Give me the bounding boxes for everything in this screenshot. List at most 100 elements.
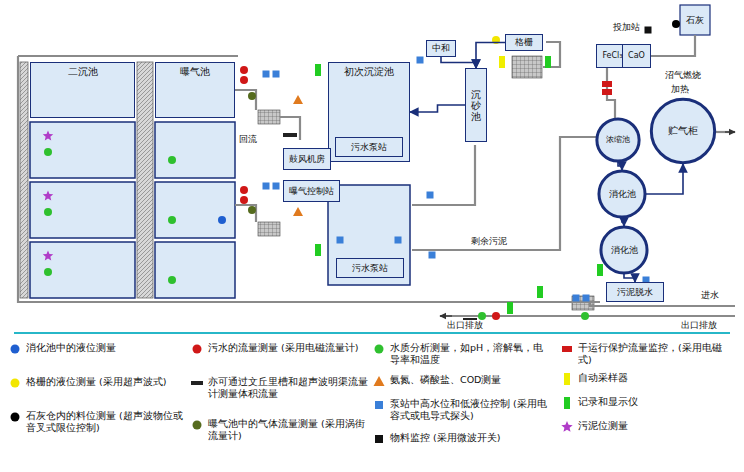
instrument-dot [394, 86, 402, 94]
separator-wall [20, 62, 28, 298]
instrument-dot [240, 186, 248, 194]
process-box: 格栅 [505, 34, 543, 51]
circle-shape [597, 119, 639, 161]
node-label: 污泥脱水 [617, 287, 653, 297]
instrument-dot [492, 312, 500, 320]
legend-swatch-box [190, 376, 204, 390]
circle-outline [596, 118, 640, 162]
instrument-dot [626, 202, 634, 210]
legend-item: 曝气池中的气体流量测量 (采用涡街流量计) [190, 418, 368, 443]
legend-item: 物料监控 (采用微波开关) [372, 432, 550, 446]
level-probe [395, 237, 402, 244]
legend-item: 污水的流量测量 (采用电磁流量计) [190, 342, 368, 356]
legend-swatch-box [560, 372, 574, 386]
pipe-connector [646, 164, 683, 194]
tank-outlines [30, 122, 410, 298]
recorder-bar [545, 56, 551, 68]
instrument-dot [44, 208, 52, 216]
legend-text: 消化池中的液位测量 [26, 342, 186, 354]
process-box: 二沉池 [30, 62, 135, 118]
legend-text: 干运行保护流量监控，(采用电磁式) [578, 342, 728, 367]
plant-label: 进水 [700, 290, 720, 300]
legend-text: 污泥位测量 [578, 420, 728, 432]
circle-outline [650, 98, 716, 164]
flow-arrow [725, 131, 735, 132]
pipe [543, 42, 560, 67]
pipe-connector [624, 274, 635, 282]
instrument-dot [168, 276, 176, 284]
legend-item: 消化池中的液位测量 [8, 342, 186, 356]
instrument-dot [248, 206, 256, 214]
recorder-bar [597, 264, 603, 276]
process-box: 石灰 [680, 5, 710, 35]
recorder-bar [507, 302, 513, 314]
legend-swatch-box [190, 342, 204, 356]
node-label: 初次沉淀池 [344, 66, 394, 78]
legend-swatch-box [372, 432, 386, 446]
legend-swatch-box [560, 396, 574, 410]
legend-text: 格栅的液位测量 (采用超声波式) [26, 376, 186, 388]
pipe [18, 56, 600, 302]
instrument-dot [581, 312, 589, 320]
legend-text: 石灰仓内的料位测量 (超声波物位或音叉式限位控制) [26, 410, 186, 435]
legend-swatch-box [8, 376, 22, 390]
process-box: CaO [622, 44, 651, 68]
legend-text: 亦可通过文丘里槽和超声波明渠流量计测量体积流量 [208, 376, 368, 401]
legend-item: 记录和显示仪 [560, 396, 728, 410]
legend-swatch [193, 345, 202, 354]
legend-text: 泵站中高水位和低液位控制 (采用电容式或电导式探头) [390, 398, 550, 423]
circle-shape [651, 99, 714, 162]
legend-item: 水质分析测量，如pH，溶解氧，电导率和温度 [372, 342, 550, 367]
node-label: 消化池 [609, 189, 636, 199]
circle-shape [599, 171, 645, 217]
pipe [412, 145, 475, 205]
legend-swatch [11, 413, 20, 422]
legend-item: 格栅的液位测量 (采用超声波式) [8, 376, 186, 390]
legend-item: 亦可通过文丘里槽和超声波明渠流量计测量体积流量 [190, 376, 368, 401]
legend-swatch [375, 435, 383, 443]
tank-circle: 消化池 [598, 170, 646, 218]
legend-item: 泵站中高水位和低液位控制 (采用电容式或电导式探头) [372, 398, 550, 423]
dry-run-monitor [602, 89, 612, 95]
node-label: 鼓风机房 [289, 154, 325, 164]
node-label: 贮气柜 [668, 125, 698, 137]
level-probe [263, 71, 270, 78]
level-probe [573, 295, 580, 302]
legend-swatch-box [560, 420, 574, 434]
process-box: FeCl₃ [596, 44, 629, 68]
clarifier-tank [30, 182, 135, 238]
plant-label: 投加站 [612, 22, 641, 32]
plant-label: 沼气燃烧 [664, 70, 702, 80]
legend-swatch [193, 421, 202, 430]
settling-tank [328, 185, 410, 285]
instrument-dot [240, 66, 248, 74]
aeration-tank [155, 242, 235, 298]
divider-line [14, 332, 730, 334]
plant-label: 出口排放 [680, 320, 718, 330]
node-label: 污水泵站 [352, 263, 388, 273]
tank-circle: 贮气柜 [650, 98, 716, 164]
legend-swatch-box [560, 342, 574, 356]
pipe [590, 302, 735, 306]
legend-swatch-box [190, 418, 204, 432]
process-box: 曝气控制站 [283, 180, 340, 202]
instrument-dot [478, 312, 486, 320]
instrument-dot [240, 196, 248, 204]
pipe [235, 205, 256, 222]
instrument-markers [43, 20, 680, 322]
flume-bar [283, 133, 297, 137]
node-label: 污水泵站 [351, 142, 387, 152]
aeration-tank [155, 182, 235, 238]
process-box: 污水泵站 [335, 137, 403, 157]
circle-outline [600, 226, 648, 274]
plant-label: 回流 [238, 134, 258, 144]
node-label: 曝气池 [180, 66, 210, 78]
microwave-switch [645, 27, 652, 34]
process-box: 鼓风机房 [283, 148, 331, 170]
instrument-dot [168, 216, 176, 224]
node-label: 浓缩池 [606, 135, 630, 144]
pipe [714, 131, 735, 133]
clarifier-tank [30, 122, 135, 178]
legend-swatch [11, 379, 20, 388]
